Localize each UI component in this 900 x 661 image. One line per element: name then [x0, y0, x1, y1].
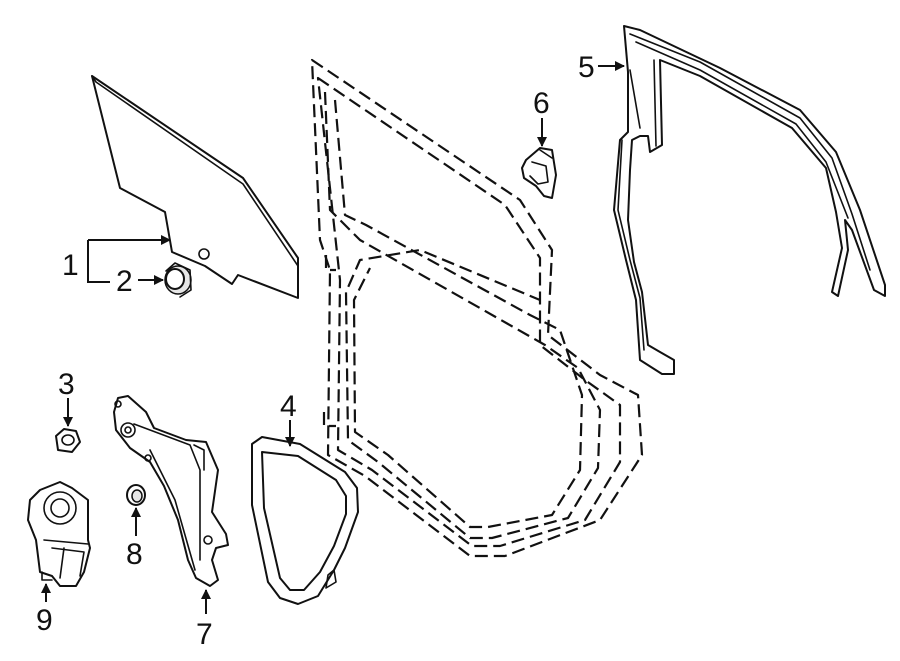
callout-6: 6	[533, 87, 550, 120]
door-glass	[91, 75, 299, 299]
callout-4: 4	[280, 390, 297, 423]
callout-8: 8	[126, 538, 143, 571]
clip-bracket	[521, 147, 557, 199]
window-regulator	[113, 395, 229, 587]
glass-grommet	[164, 262, 192, 298]
callout-7: 7	[196, 618, 213, 651]
regulator-grommet	[126, 484, 146, 506]
callout-1: 1	[62, 249, 79, 282]
callout-1-leader	[87, 235, 171, 283]
door-seal	[251, 436, 359, 605]
nut	[55, 428, 81, 453]
door-outline-phantom	[310, 58, 644, 558]
callout-9: 9	[36, 604, 53, 637]
callout-5: 5	[578, 51, 595, 84]
glass-run-channel	[613, 25, 886, 375]
window-motor	[27, 481, 91, 587]
callout-2: 2	[116, 265, 133, 298]
callout-3: 3	[58, 368, 75, 401]
